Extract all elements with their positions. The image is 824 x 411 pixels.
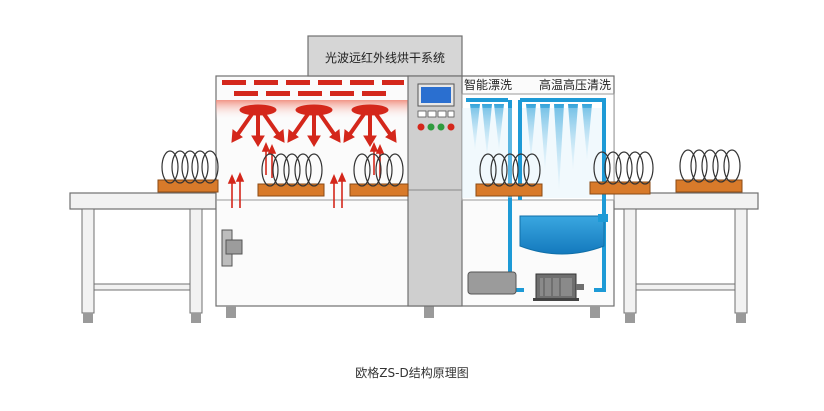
right-unloading-table (611, 192, 759, 323)
wash-spray (522, 104, 602, 198)
emitter-1-icon (231, 104, 285, 147)
left-loading-table (69, 192, 217, 323)
tray-group (675, 149, 743, 193)
display-screen (421, 87, 451, 103)
pump-icon (467, 271, 517, 295)
dryer-hood: 光波远红外线烘干系统 (307, 35, 463, 77)
water-pipes (466, 98, 606, 292)
diagram-caption: 欧格ZS-D结构原理图 (355, 366, 469, 380)
drain-valve-icon (221, 229, 243, 267)
hot-air-emitters (231, 104, 397, 147)
tray-group (349, 153, 409, 197)
rising-heat-arrows (227, 141, 385, 208)
stop-button[interactable] (417, 123, 425, 131)
emitter-2-icon (287, 104, 341, 147)
tray-group (257, 153, 325, 197)
control-panel (407, 75, 463, 307)
conveyor-trays (157, 149, 743, 197)
dryer-system-label: 光波远红外线烘干系统 (325, 50, 445, 65)
emitter-3-icon (343, 104, 397, 147)
wash-label: 高温高压清洗 (539, 77, 611, 92)
run-button[interactable] (437, 123, 445, 131)
start-button[interactable] (427, 123, 435, 131)
tray-group (589, 151, 654, 195)
tray-group (157, 150, 219, 193)
water-tank (519, 214, 608, 255)
tray-group (475, 153, 543, 197)
emergency-button[interactable] (447, 123, 455, 131)
motor-icon (533, 273, 584, 301)
rinse-label: 智能漂洗 (464, 77, 512, 92)
